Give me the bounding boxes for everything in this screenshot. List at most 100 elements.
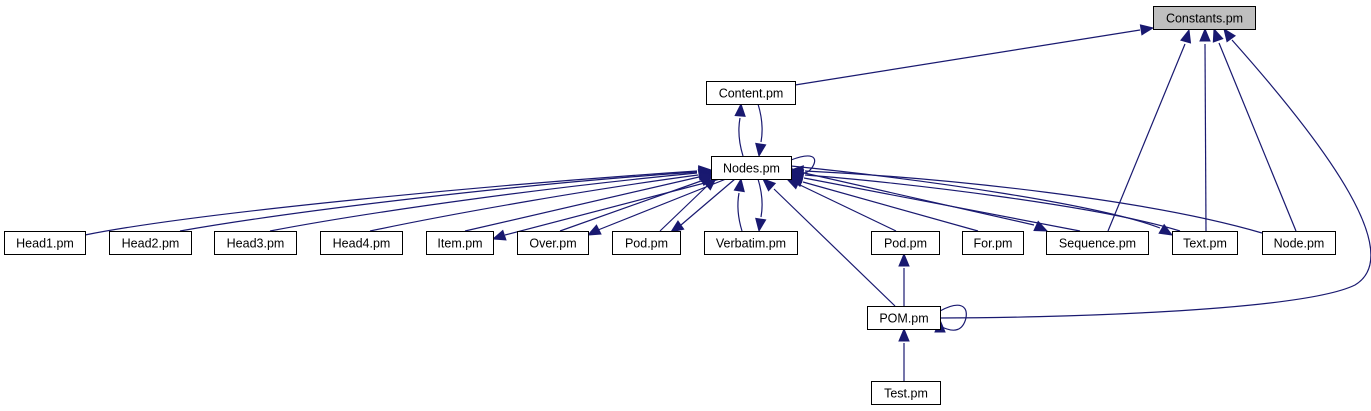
edge-line (790, 165, 1161, 229)
edge-head4-to-nodes (369, 169, 713, 232)
edge-content-to-constants (794, 24, 1155, 86)
node-label: Text.pm (1183, 237, 1227, 251)
node-text[interactable]: Text.pm (1172, 231, 1238, 255)
node-label: Sequence.pm (1059, 237, 1136, 251)
node-box (1172, 231, 1238, 255)
edge-line (802, 181, 979, 232)
edge-arrowhead (755, 217, 767, 233)
edge-node-to-nodes (789, 165, 1263, 234)
edge-arrowhead (789, 165, 804, 177)
node-box (871, 231, 940, 255)
node-box (1046, 231, 1149, 255)
node-nodes[interactable]: Nodes.pm (711, 156, 792, 180)
edge-line (1218, 42, 1297, 232)
edge-line (794, 29, 1141, 86)
node-item[interactable]: Item.pm (426, 231, 494, 255)
node-node[interactable]: Node.pm (1262, 231, 1336, 255)
edge-test-to-pom (898, 327, 910, 381)
node-label: Node.pm (1274, 237, 1325, 251)
node-pod2[interactable]: Pod.pm (871, 231, 940, 255)
edge-head2-to-nodes (179, 166, 713, 232)
edge-line (1204, 43, 1207, 232)
edge-pom-to-pod2 (898, 252, 910, 306)
edge-line (369, 174, 699, 232)
edge-nodes-to-pod1 (669, 178, 736, 233)
edge-nodes-to-sequence (790, 169, 1049, 232)
edge-arrowhead (733, 177, 745, 193)
edge-line (804, 174, 1181, 232)
edge-line (737, 192, 743, 232)
node-label: Test.pm (884, 387, 928, 401)
node-label: Over.pm (529, 237, 576, 251)
node-label: Verbatim.pm (716, 237, 786, 251)
edge-line (179, 171, 698, 232)
edge-line (757, 103, 763, 143)
node-head3[interactable]: Head3.pm (214, 231, 297, 255)
edge-line (738, 117, 744, 157)
edge-line (659, 185, 708, 232)
edge-line (680, 178, 736, 226)
edge-arrowhead (1139, 24, 1155, 36)
node-for[interactable]: For.pm (962, 231, 1024, 255)
edge-sequence-to-constants (1107, 28, 1192, 232)
edge-line (939, 39, 1371, 319)
node-box (517, 231, 589, 255)
edge-arrowhead (1158, 223, 1174, 236)
node-pod1[interactable]: Pod.pm (612, 231, 681, 255)
node-constants: Constants.pm (1153, 6, 1256, 30)
edge-text-to-constants (1199, 27, 1211, 232)
edge-line (939, 304, 967, 331)
node-box (867, 306, 941, 330)
node-label: Nodes.pm (723, 162, 780, 176)
node-box (704, 231, 798, 255)
node-content[interactable]: Content.pm (706, 81, 796, 105)
node-label: POM.pm (879, 312, 928, 326)
edge-arrowhead (762, 178, 777, 192)
edge-line (790, 169, 1035, 226)
node-box (711, 156, 792, 180)
edge-arrowhead (1180, 28, 1192, 44)
node-box (962, 231, 1024, 255)
edge-line (84, 170, 698, 236)
node-box (1153, 6, 1256, 30)
node-head2[interactable]: Head2.pm (109, 231, 192, 255)
edge-arrowhead (1199, 27, 1211, 42)
edge-line (804, 170, 1263, 234)
edge-arrowhead (755, 142, 767, 158)
edge-arrowhead (1223, 27, 1237, 43)
edge-arrowhead (586, 224, 602, 236)
node-head4[interactable]: Head4.pm (320, 231, 403, 255)
edge-pod1-to-nodes (659, 177, 717, 232)
node-box (109, 231, 192, 255)
edge-line (559, 180, 702, 232)
node-label: Head4.pm (333, 237, 391, 251)
node-head1[interactable]: Head1.pm (4, 231, 86, 255)
node-box (612, 231, 681, 255)
edge-nodes-to-content (734, 102, 746, 157)
node-label: Pod.pm (625, 237, 668, 251)
node-over[interactable]: Over.pm (517, 231, 589, 255)
node-box (214, 231, 297, 255)
edge-arrowhead (1033, 220, 1049, 232)
node-label: Constants.pm (1166, 12, 1243, 26)
node-test[interactable]: Test.pm (871, 381, 941, 405)
node-label: For.pm (974, 237, 1013, 251)
node-label: Content.pm (719, 87, 784, 101)
edge-line (269, 172, 698, 232)
node-label: Head2.pm (122, 237, 180, 251)
node-box (4, 231, 86, 255)
edge-arrowhead (491, 229, 507, 241)
node-sequence[interactable]: Sequence.pm (1046, 231, 1149, 255)
node-box (320, 231, 403, 255)
node-label: Head1.pm (16, 237, 74, 251)
node-label: Item.pm (437, 237, 482, 251)
node-box (1262, 231, 1336, 255)
edge-nodes-to-verbatim (755, 178, 767, 233)
node-verbatim[interactable]: Verbatim.pm (704, 231, 798, 255)
edge-nodes-to-text (790, 165, 1174, 236)
node-pom[interactable]: POM.pm (867, 306, 941, 330)
edge-arrowhead (702, 177, 717, 191)
edge-pom-to-nodes (762, 178, 896, 307)
node-label: Head3.pm (227, 237, 285, 251)
